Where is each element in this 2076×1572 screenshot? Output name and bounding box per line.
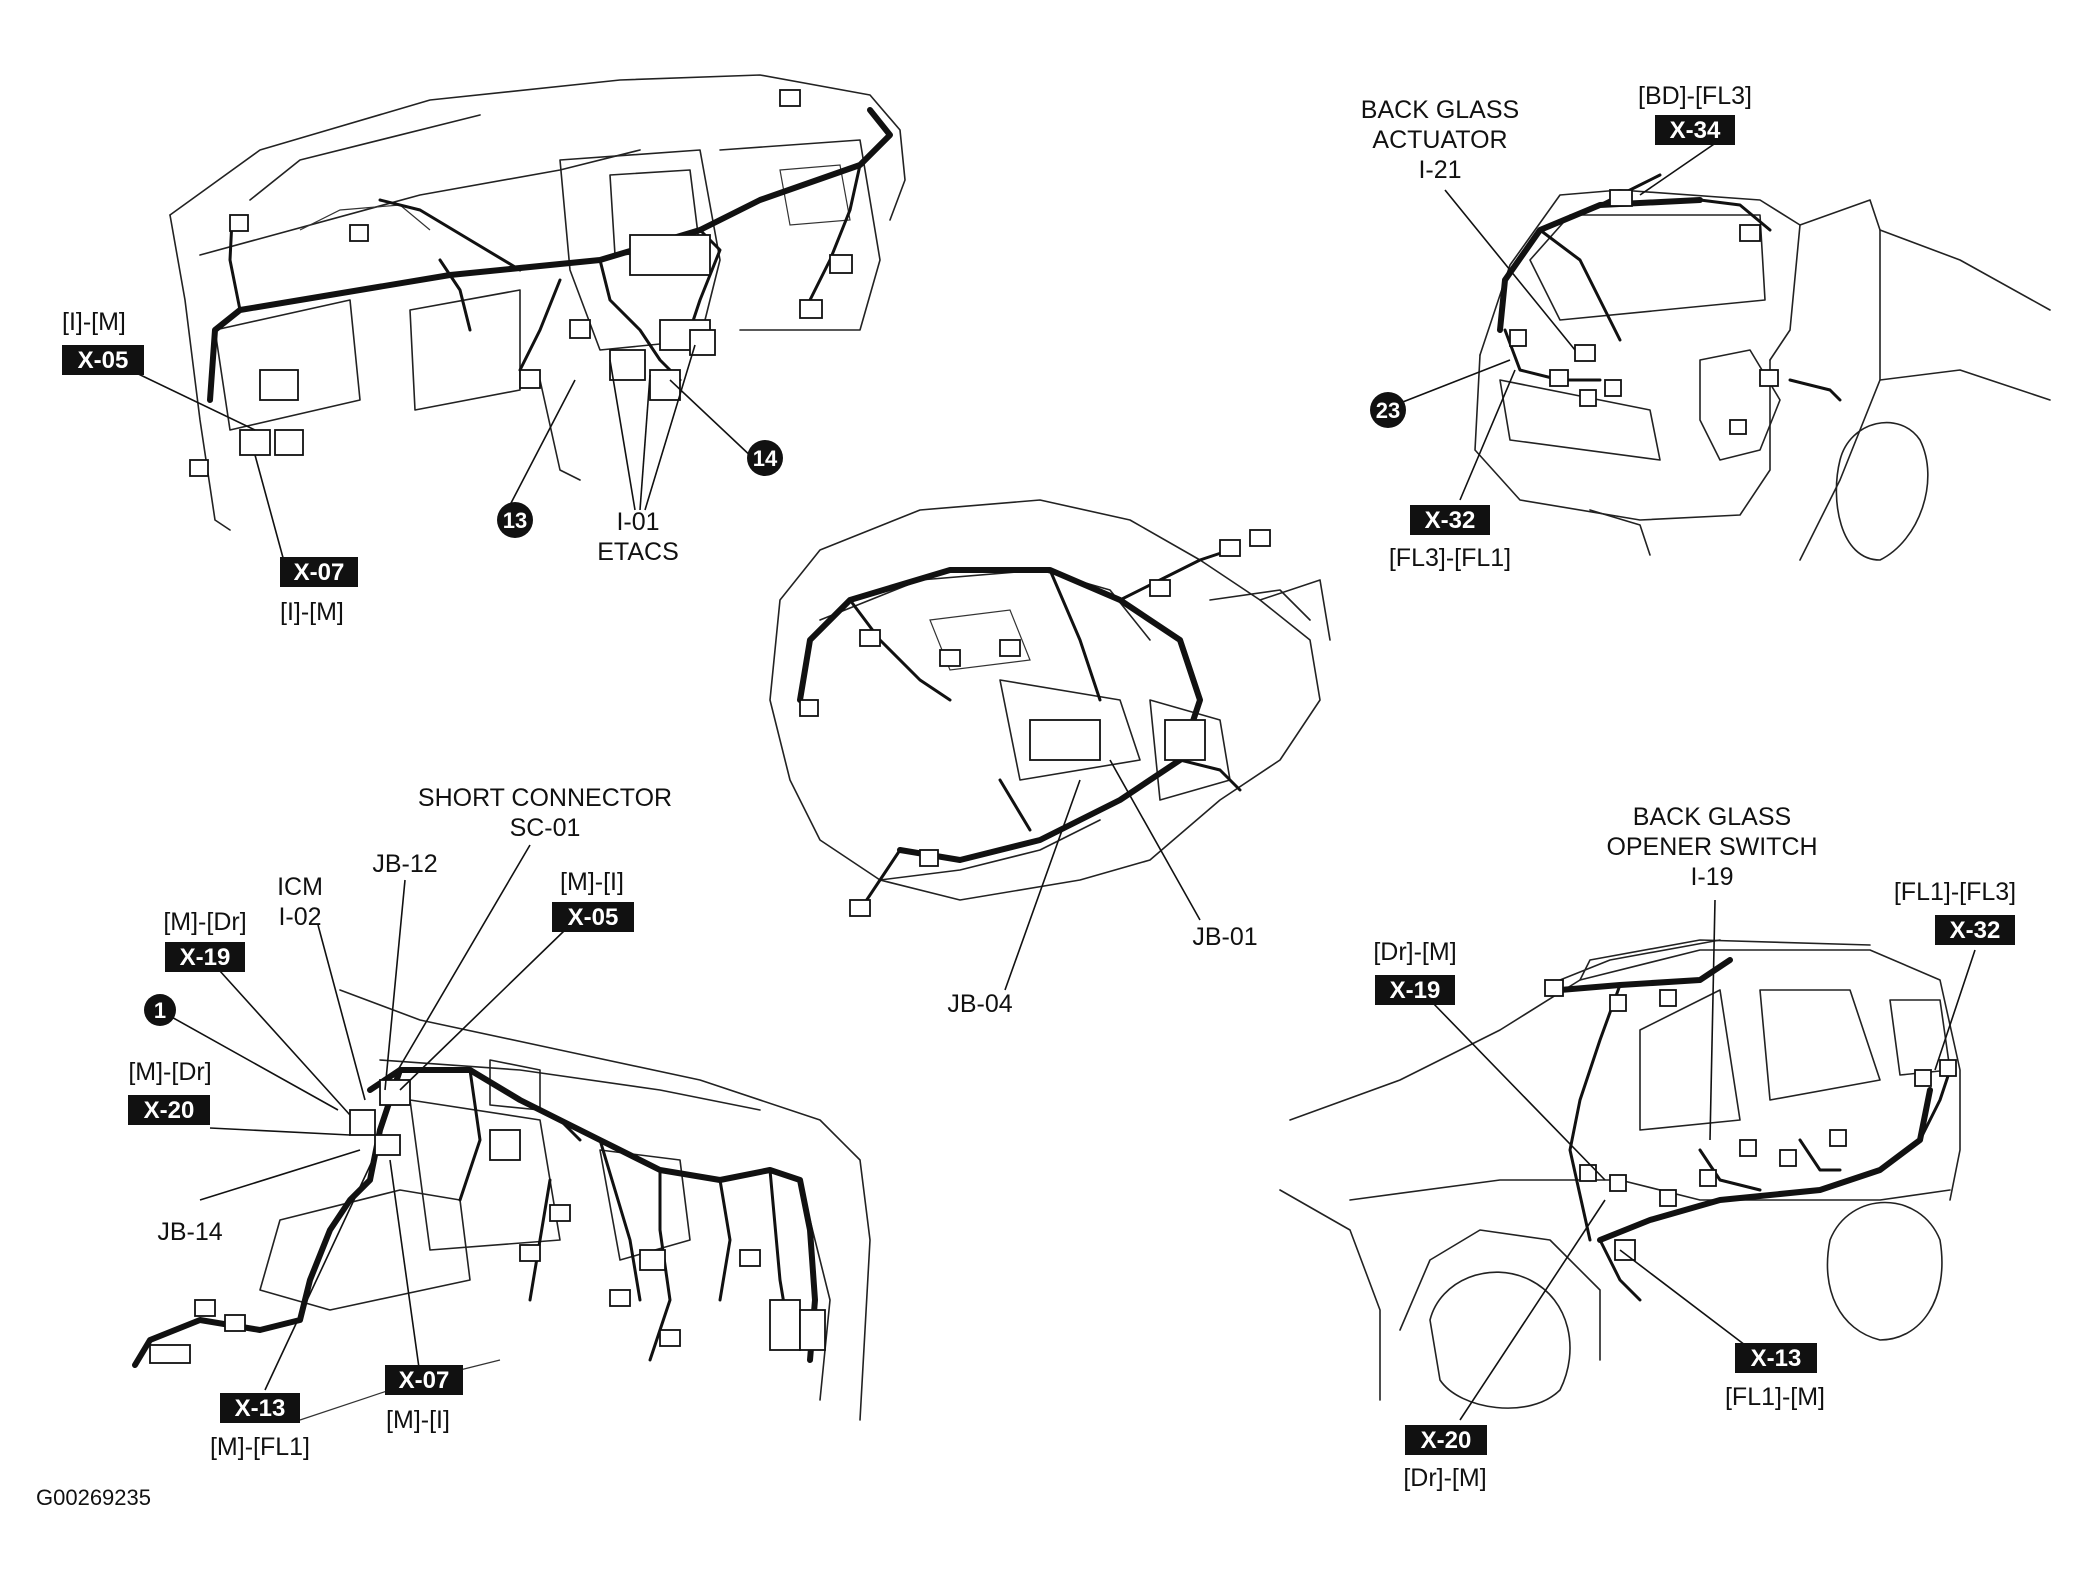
short-connector-label-line2: SC-01 [510, 814, 581, 842]
etacs-label: ETACS [597, 538, 679, 566]
x34-tag-text: X-34 [1670, 117, 1721, 144]
x34-tag [1655, 115, 1735, 145]
x34-connector-code: [BD]-[FL3] [1638, 82, 1752, 110]
x19-right-tag-text: X-19 [1390, 977, 1441, 1004]
opener-switch-label-line1: BACK GLASS [1633, 803, 1791, 831]
opener-switch-label-line2: OPENER SWITCH [1606, 833, 1817, 861]
x05-top-tag-text: X-05 [78, 347, 129, 374]
x20-left-tag [128, 1095, 210, 1125]
x32-rear-connector-code: [FL3]-[FL1] [1389, 544, 1511, 572]
x07-bottom-connector-code: [M]-[I] [386, 1406, 450, 1434]
x32-right-tag-text: X-32 [1950, 917, 2001, 944]
callouts-instrument-panel: [I]-[M] X-05 X-07 [I]-[M] 13 14 I-01 ETA… [62, 308, 783, 626]
x13-right-connector-code: [FL1]-[M] [1725, 1383, 1825, 1411]
x19-left-connector-code: [M]-[Dr] [163, 908, 246, 936]
x05-top-connector-code: [I]-[M] [62, 308, 126, 336]
callouts-interior: SHORT CONNECTOR SC-01 ICM I-02 JB-12 [M]… [128, 784, 672, 1461]
instrument-panel-illustration [169, 74, 906, 531]
jb01-label: JB-01 [1192, 923, 1257, 951]
number-13-marker [497, 502, 533, 538]
number-13-text: 13 [503, 508, 527, 533]
x07-top-connector-code: [I]-[M] [280, 598, 344, 626]
x20-right-tag [1405, 1425, 1487, 1455]
x20-right-connector-code: [Dr]-[M] [1403, 1464, 1486, 1492]
x19-left-tag-text: X-19 [180, 944, 231, 971]
rear-gate-illustration [1474, 173, 2051, 561]
x19-right-tag [1375, 975, 1455, 1005]
number-23-marker [1370, 392, 1406, 428]
jb04-label: JB-04 [947, 990, 1012, 1018]
x13-right-tag [1735, 1343, 1817, 1373]
x05-bottom-tag-text: X-05 [568, 904, 619, 931]
x13-right-tag-text: X-13 [1751, 1345, 1802, 1372]
callouts-side-body: BACK GLASS OPENER SWITCH I-19 [FL1]-[FL3… [1373, 803, 2016, 1492]
short-connector-label-line1: SHORT CONNECTOR [418, 784, 672, 812]
x07-bottom-tag-text: X-07 [399, 1367, 450, 1394]
x13-left-tag-text: X-13 [235, 1395, 286, 1422]
back-glass-actuator-label-line3: I-21 [1418, 156, 1461, 184]
x19-left-tag [165, 942, 245, 972]
x07-bottom-tag [385, 1365, 463, 1395]
figure-id: G00269235 [36, 1485, 151, 1510]
jb12-label: JB-12 [372, 850, 437, 878]
back-glass-actuator-label-line2: ACTUATOR [1372, 126, 1507, 154]
x32-right-tag [1935, 915, 2015, 945]
callouts-rear-gate: BACK GLASS ACTUATOR I-21 [BD]-[FL3] X-34… [1361, 82, 1752, 572]
jb14-label: JB-14 [157, 1218, 222, 1246]
x13-left-connector-code: [M]-[FL1] [210, 1433, 310, 1461]
icm-label-line1: ICM [277, 873, 323, 901]
x05-bottom-connector-code: [M]-[I] [560, 868, 624, 896]
x05-bottom-tag [552, 902, 634, 932]
number-14-marker [747, 440, 783, 476]
x32-rear-tag-text: X-32 [1425, 507, 1476, 534]
number-14-text: 14 [753, 446, 778, 471]
number-23-text: 23 [1376, 398, 1400, 423]
icm-label-line2: I-02 [278, 903, 321, 931]
number-1-text: 1 [154, 998, 166, 1023]
callouts-engine: JB-01 JB-04 [947, 759, 1258, 1018]
x20-right-tag-text: X-20 [1421, 1427, 1472, 1454]
side-body-illustration [1279, 939, 1961, 1409]
x19-right-connector-code: [Dr]-[M] [1373, 938, 1456, 966]
x20-left-tag-text: X-20 [144, 1097, 195, 1124]
x32-right-connector-code: [FL1]-[FL3] [1894, 878, 2016, 906]
x07-top-tag [280, 557, 358, 587]
opener-switch-label-line3: I-19 [1690, 863, 1733, 891]
engine-compartment-illustration [769, 499, 1331, 917]
x07-top-tag-text: X-07 [294, 559, 345, 586]
x05-top-tag [62, 345, 144, 375]
x32-rear-tag [1410, 505, 1490, 535]
back-glass-actuator-label-line1: BACK GLASS [1361, 96, 1519, 124]
number-1-marker [144, 994, 176, 1026]
interior-illustration [132, 989, 871, 1421]
x13-left-tag [220, 1393, 300, 1423]
i01-label: I-01 [616, 508, 659, 536]
x20-left-connector-code: [M]-[Dr] [128, 1058, 211, 1086]
